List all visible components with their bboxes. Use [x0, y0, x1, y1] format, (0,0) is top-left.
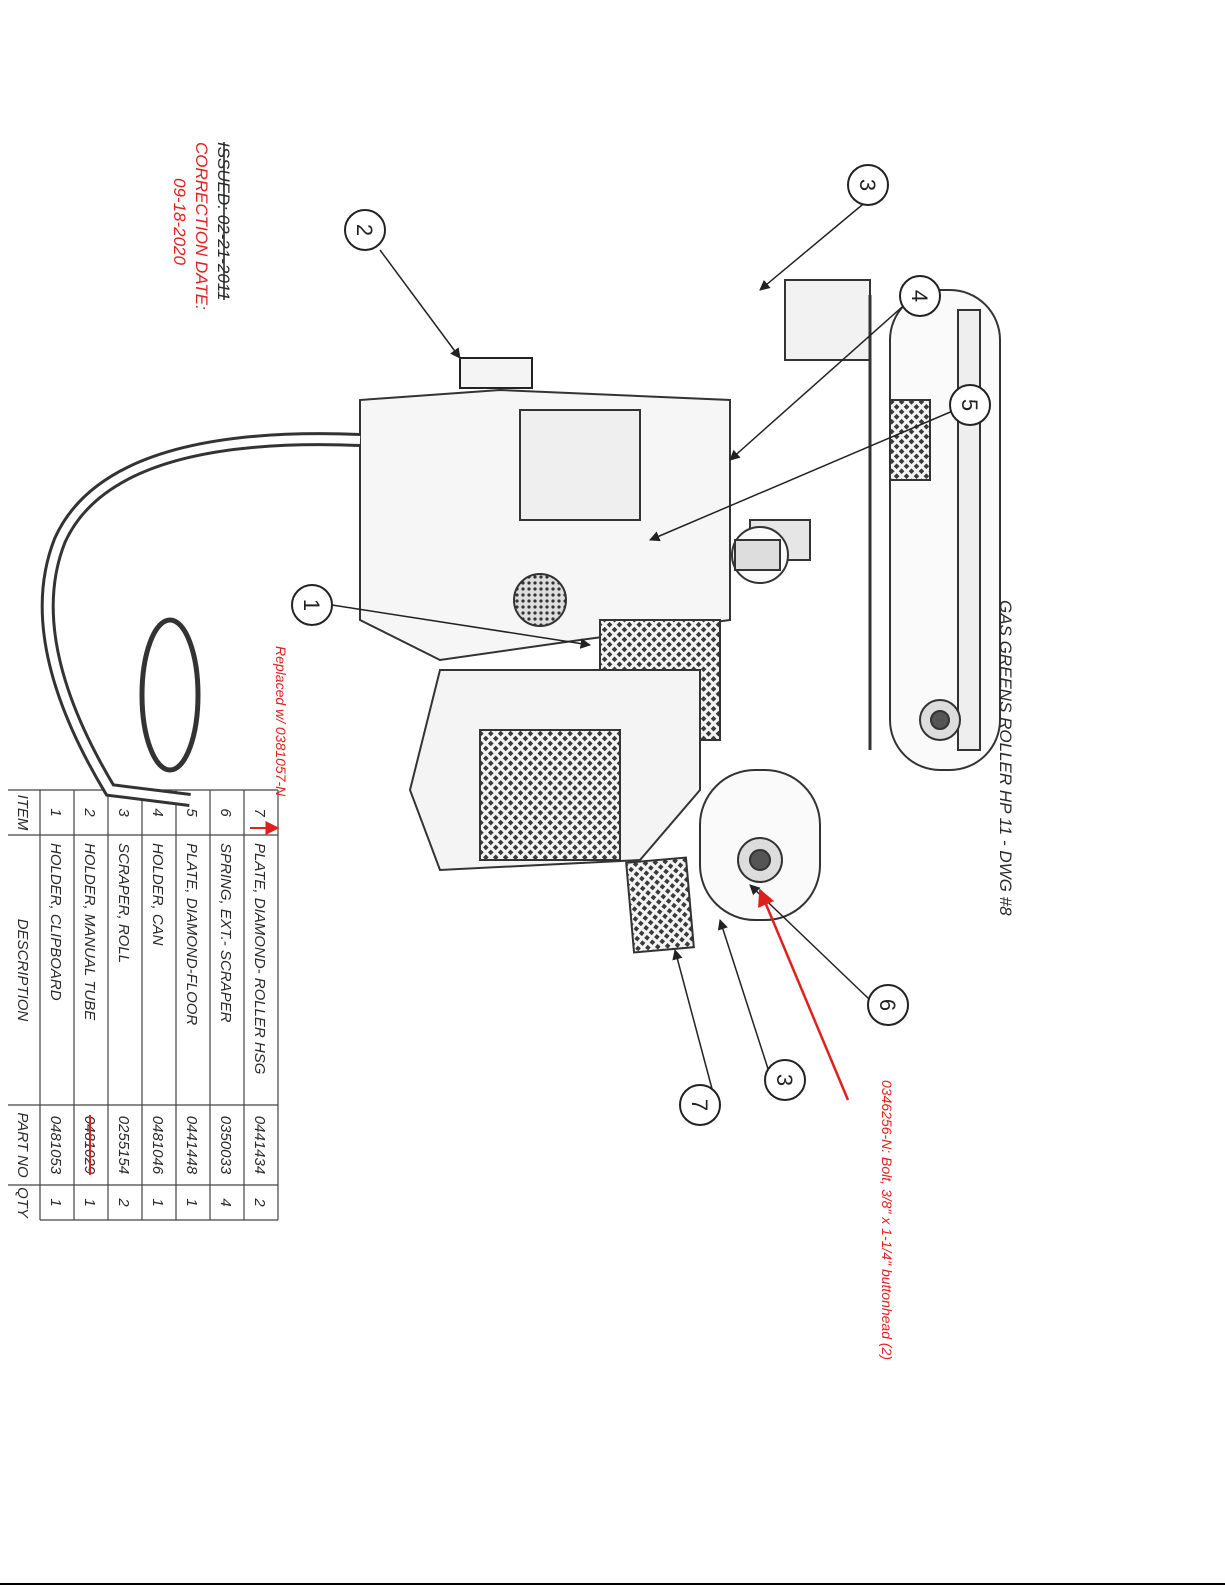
- table-cell-qty: 1: [149, 1198, 166, 1206]
- table-cell-item: 4: [149, 808, 166, 816]
- table-cell-description: SPRING, EXT.- SCRAPER: [217, 843, 234, 1023]
- replaced-note: Replaced w/ 0381057-N: [273, 646, 289, 797]
- table-header-part-no: PART NO: [14, 1112, 31, 1178]
- rear-roller: [889, 289, 1001, 771]
- bolt-note: 0346256-N: Bolt, 3/8" x 1-1/4" buttonhea…: [879, 1080, 895, 1360]
- table-cell-part-no: 0441434: [251, 1116, 268, 1174]
- steering-wheel: [139, 617, 201, 773]
- engine-cover: [519, 409, 641, 521]
- table-cell-part-no: 0255154: [115, 1116, 132, 1174]
- table-cell-description: HOLDER, CAN: [149, 843, 166, 946]
- table-header-description: DESCRIPTION: [14, 919, 31, 1022]
- table-cell-description: SCRAPER, ROLL: [115, 843, 132, 963]
- table-cell-description: PLATE, DIAMOND- ROLLER HSG: [251, 843, 268, 1075]
- callouts: [291, 164, 991, 1126]
- callout-6-label: 6: [875, 999, 900, 1011]
- table-cell-item: 3: [115, 808, 132, 817]
- table-cell-part-no: 0441448: [183, 1116, 200, 1175]
- callout-4: [899, 275, 941, 317]
- diamond-plate-loose: [625, 856, 695, 954]
- table-cell-qty: 4: [217, 1198, 234, 1206]
- callout-5: [949, 384, 991, 426]
- table-header-item: ITEM: [14, 795, 31, 831]
- correction-label: CORRECTION DATE:: [192, 142, 211, 310]
- replaced-annotation: Replaced w/ 0381057-N: [250, 646, 289, 835]
- callout-6: [867, 984, 909, 1026]
- rotated-drawing: ISSUED: 02-21-2011 CORRECTION DATE: 09-1…: [8, 142, 1015, 1360]
- callout-3b-label: 3: [772, 1074, 797, 1086]
- callout-5-label: 5: [957, 399, 982, 411]
- callout-7: [679, 1084, 721, 1126]
- callout-7-label: 7: [687, 1099, 712, 1111]
- table-cell-part-no: 0481053: [47, 1116, 64, 1175]
- drawing-title: GAS GREENS ROLLER HP 11 - DWG #8: [996, 600, 1015, 916]
- table-cell-description: PLATE, DIAMOND-FLOOR: [183, 843, 200, 1025]
- callout-2: [344, 209, 386, 251]
- page-bottom-rule: [0, 1583, 1225, 1585]
- callout-2-label: 2: [352, 224, 377, 236]
- correction-date: 09-18-2020: [170, 178, 189, 266]
- callout-1: [291, 584, 333, 626]
- table-cell-item: 7: [251, 808, 268, 817]
- callout-4-label: 4: [907, 290, 932, 302]
- table-cell-qty: 2: [115, 1197, 132, 1207]
- table-header-qty: QTY: [14, 1187, 31, 1219]
- callout-3a-label: 3: [855, 179, 880, 191]
- table-cell-qty: 2: [251, 1197, 268, 1207]
- callout-3b: [764, 1059, 806, 1101]
- table-cell-part-no: 0350033: [217, 1116, 234, 1175]
- date-block: ISSUED: 02-21-2011 CORRECTION DATE: 09-1…: [170, 142, 233, 310]
- clipboard-holder-part: [459, 357, 533, 389]
- front-roller-plate: [479, 729, 621, 861]
- air-grille: [513, 573, 567, 627]
- table-cell-item: 5: [183, 808, 200, 817]
- table-cell-item: 1: [47, 808, 64, 816]
- callout-1-label: 1: [299, 599, 324, 611]
- rear-roller-plate: [889, 399, 931, 481]
- table-cell-part-no: 0481046: [149, 1116, 166, 1175]
- table-cell-qty: 1: [47, 1198, 64, 1206]
- table-cell-item: 6: [217, 808, 234, 817]
- table-cell-item: 2: [81, 807, 98, 817]
- table-cell-qty: 1: [183, 1198, 200, 1206]
- table-cell-qty: 1: [81, 1198, 98, 1206]
- table-cell-description: HOLDER, CLIPBOARD: [47, 843, 64, 1001]
- callout-3a: [847, 164, 889, 206]
- bolt-annotation: 0346256-N: Bolt, 3/8" x 1-1/4" buttonhea…: [758, 888, 895, 1360]
- table-cell-description: HOLDER, MANUAL TUBE: [81, 843, 98, 1021]
